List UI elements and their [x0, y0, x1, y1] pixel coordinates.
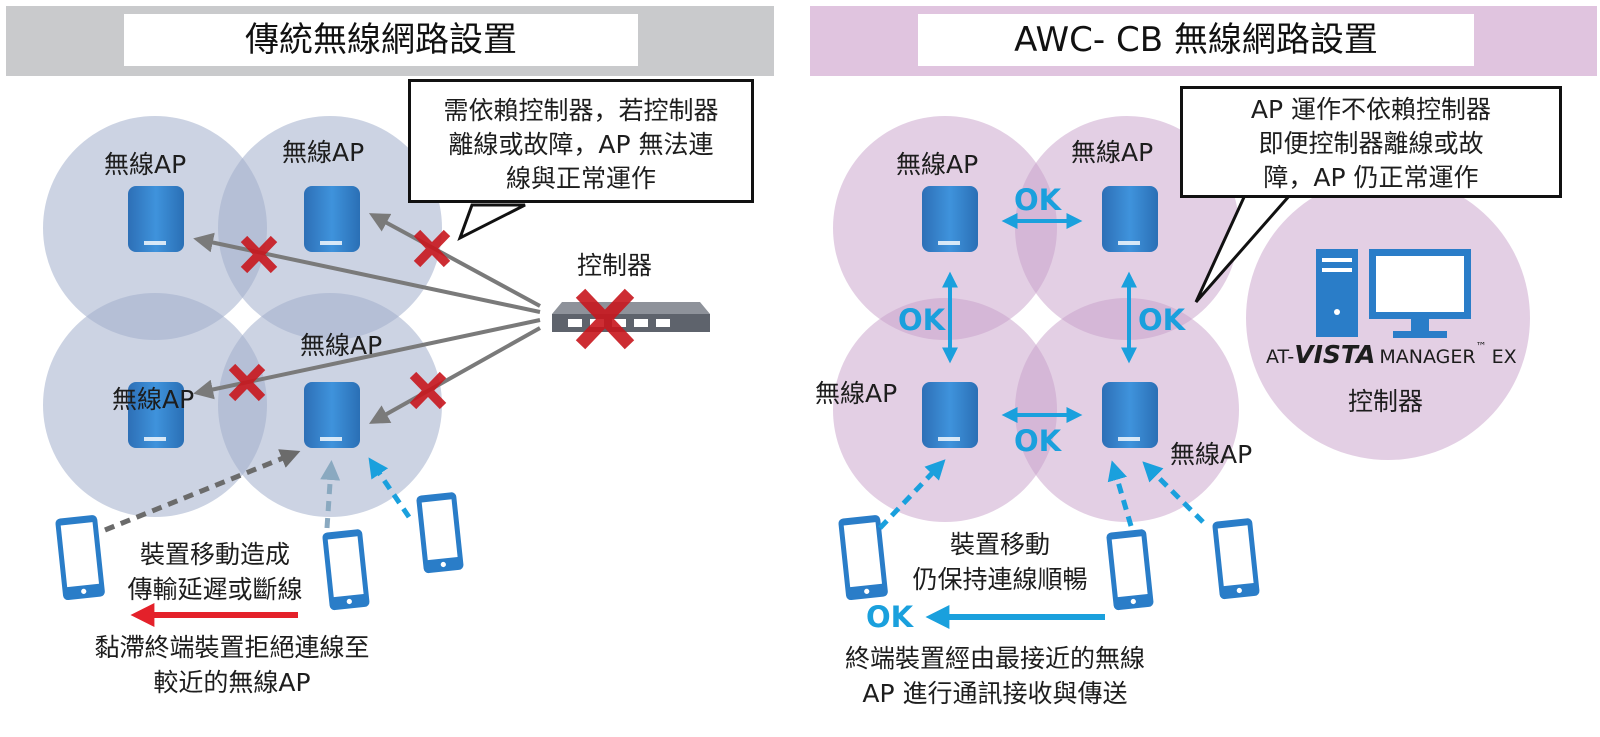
right-title: AWC- CB 無線網路設置 — [918, 14, 1474, 66]
controller-switch-icon — [552, 302, 710, 332]
move-caption-line: 仍保持連線順暢 — [912, 565, 1088, 594]
move-caption-line: 傳輸延遲或斷線 — [127, 575, 303, 604]
ap-label: 無線AP — [1170, 440, 1253, 469]
ok-label: OK — [1138, 303, 1186, 337]
callout-line: AP 運作不依賴控制器 — [1250, 95, 1492, 124]
move-caption: 裝置移動造成 傳輸延遲或斷線 — [100, 537, 330, 607]
ap-label: 無線AP — [896, 150, 979, 179]
wireless-ap-icon — [304, 186, 360, 252]
ok-label: OK — [898, 303, 946, 337]
callout-line: 離線或故障，AP 無法連 — [448, 130, 714, 159]
red-x-icon — [575, 288, 635, 350]
left-coverage-circles — [43, 116, 442, 517]
wireless-ap-icon — [128, 186, 184, 252]
wireless-ap-icon — [128, 382, 184, 448]
ap-label: 無線AP — [815, 379, 898, 408]
wireless-ap-icon — [922, 186, 978, 252]
red-x-icon — [228, 229, 451, 410]
controller-label: 控制器 — [1348, 387, 1424, 416]
move-caption: 裝置移動 仍保持連線順暢 — [880, 527, 1120, 597]
desktop-computer-icon — [1316, 249, 1471, 338]
left-callout: 需依賴控制器，若控制器 離線或故障，AP 無法連 線與正常運作 — [408, 79, 754, 203]
ok-label: OK — [1014, 183, 1062, 217]
callout-line: 線與正常運作 — [505, 164, 656, 193]
tablet-icon — [322, 529, 370, 611]
ap-label: 無線AP — [300, 331, 383, 360]
wireless-ap-icon — [1102, 382, 1158, 448]
device-connection-arrows — [878, 459, 1205, 530]
bottom-caption-line: AP 進行通訊接收與傳送 — [862, 679, 1128, 708]
controller-label: 控制器 — [577, 251, 653, 280]
tablet-icon — [55, 515, 105, 601]
ok-label: OK — [1014, 424, 1062, 458]
right-header: AWC- CB 無線網路設置 — [810, 6, 1597, 76]
ap-label: 無線AP — [112, 385, 195, 414]
ap-label: 無線AP — [282, 138, 365, 167]
tablet-icon — [1212, 518, 1260, 600]
wireless-ap-icon — [1102, 186, 1158, 252]
brand-suffix: MANAGER — [1379, 346, 1476, 368]
move-caption-line: 裝置移動造成 — [139, 540, 290, 569]
brand-vista: VISTA — [1294, 340, 1376, 369]
ap-mesh-arrows — [942, 213, 1137, 423]
callout-line: 即便控制器離線或故 — [1258, 129, 1484, 158]
callout-line: 障，AP 仍正常運作 — [1263, 163, 1479, 192]
bottom-caption-line: 較近的無線AP — [153, 668, 311, 697]
brand-prefix: AT- — [1266, 346, 1295, 368]
move-caption-line: 裝置移動 — [949, 530, 1050, 559]
ap-label: 無線AP — [104, 150, 187, 179]
bottom-caption: 黏滯終端裝置拒絕連線至 較近的無線AP — [62, 630, 402, 700]
wireless-ap-icon — [922, 382, 978, 448]
wireless-ap-icon — [304, 382, 360, 448]
device-connection-arrows — [104, 449, 412, 533]
brand-tm: ™ — [1475, 340, 1487, 353]
tablet-icon — [416, 492, 464, 574]
tablet-icon — [1106, 529, 1154, 611]
callout-line: 需依賴控制器，若控制器 — [443, 96, 719, 125]
ok-label: OK — [866, 600, 914, 634]
left-header: 傳統無線網路設置 — [6, 6, 774, 76]
right-callout: AP 運作不依賴控制器 即便控制器離線或故 障，AP 仍正常運作 — [1180, 86, 1562, 198]
callout-pointer — [457, 203, 526, 242]
brand-ex: EX — [1491, 346, 1517, 368]
left-title: 傳統無線網路設置 — [124, 14, 638, 66]
bottom-caption: 終端裝置經由最接近的無線 AP 進行通訊接收與傳送 — [800, 641, 1190, 711]
bottom-caption-line: 終端裝置經由最接近的無線 — [844, 644, 1145, 673]
bottom-caption-line: 黏滯終端裝置拒絕連線至 — [94, 633, 370, 662]
ap-label: 無線AP — [1071, 138, 1154, 167]
tablet-icon — [838, 515, 888, 601]
